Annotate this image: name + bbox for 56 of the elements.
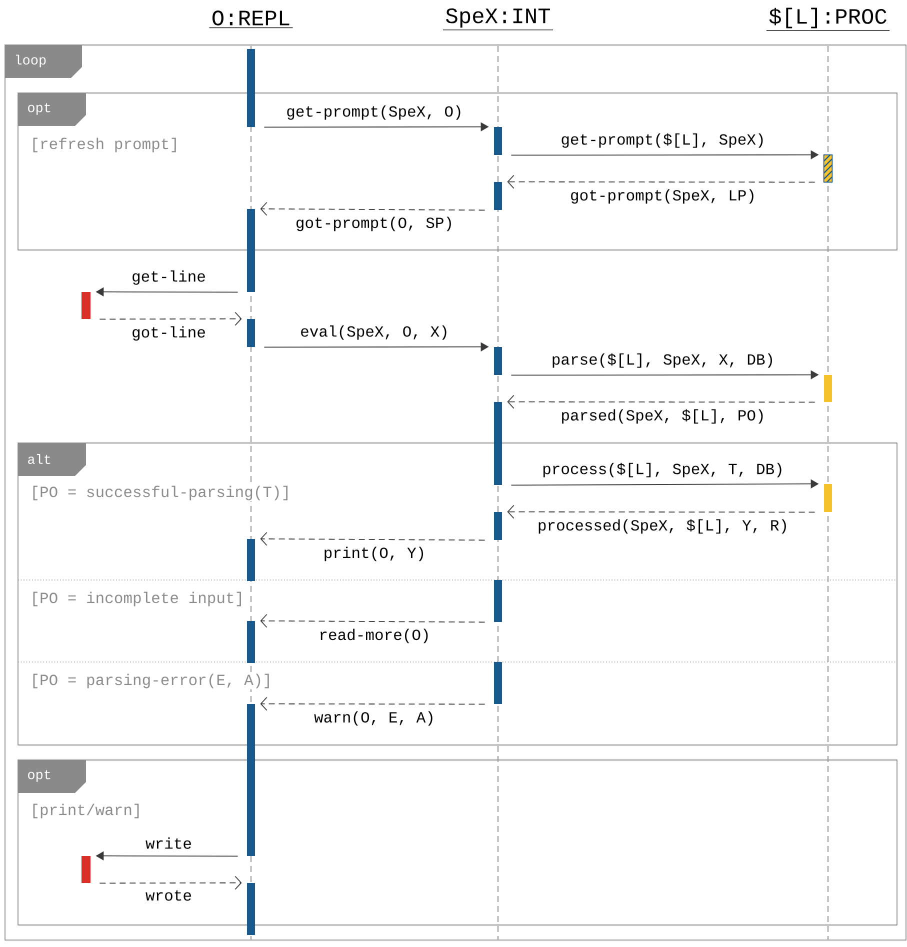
edge-label: eval(SpeX, O, X): [301, 325, 446, 340]
edge-label: processed(SpeX, $[L], Y, R): [538, 519, 786, 534]
activation-bar: [82, 292, 90, 319]
message-arrow: [260, 532, 486, 546]
guard-text: [PO = incomplete input]: [29, 590, 246, 608]
activation-bar: [494, 182, 502, 210]
fragment-tag: opt: [18, 93, 86, 126]
message-arrow: [507, 174, 816, 189]
activation-bar: [247, 49, 255, 127]
lifeline-header: SpeX:INT: [442, 8, 554, 30]
edge-label: parse($[L], SpeX, X, DB): [552, 353, 772, 368]
edge-label: warn(O, E, A): [314, 711, 432, 726]
activation-bar: [824, 375, 832, 402]
guard-text: [PO = parsing-error(E, A)]: [29, 672, 274, 690]
edge-label: read-more(O): [320, 628, 428, 644]
lifeline-header: $[L]:PROC: [766, 8, 890, 31]
activation-bar: [494, 127, 502, 155]
edge-label: get-prompt(SpeX, O): [287, 105, 460, 120]
edge-label: got-prompt(SpeX, LP): [571, 189, 754, 204]
guard-text: [PO = successful-parsing(T)]: [29, 484, 292, 502]
fragment-tag: loop: [5, 45, 82, 78]
message-arrow: [99, 312, 242, 326]
activation-bar: [494, 512, 502, 540]
fragment-tag: opt: [18, 760, 86, 793]
lifeline-header: O:REPL: [208, 10, 294, 28]
message-arrow: [99, 876, 242, 890]
activation-bar: [247, 539, 255, 581]
activation-bar: [824, 484, 832, 512]
edge-label: get-prompt($[L], SpeX): [562, 133, 763, 148]
activation-bar: [247, 319, 255, 347]
edge-label: get-line: [132, 270, 205, 285]
edge-label: parsed(SpeX, $[L], PO): [562, 409, 763, 424]
activation-bar: [247, 883, 255, 935]
activation-bar: [494, 662, 502, 704]
activation-bar: [247, 209, 255, 292]
activation-bar: [494, 347, 502, 375]
guard-text: [refresh prompt]: [29, 136, 180, 154]
activation-bar: [247, 621, 255, 663]
edge-label: got-line: [132, 326, 205, 341]
message-arrow: [507, 394, 816, 409]
message-arrow: [507, 504, 816, 519]
activation-bar: [82, 856, 90, 883]
edge-label: write: [146, 837, 191, 849]
activation-bar: [494, 580, 502, 622]
message-arrow: [260, 614, 486, 628]
activation-bar: [247, 704, 255, 856]
edge-label: got-prompt(O, SP): [296, 216, 451, 232]
edge-label: print(O, Y): [324, 546, 424, 562]
activation-bar: [823, 154, 833, 183]
message-arrow: [260, 202, 486, 216]
guard-text: [print/warn]: [29, 802, 143, 820]
edge-label: process($[L], SpeX, T, DB): [543, 462, 782, 478]
activation-bar: [494, 402, 502, 485]
fragment-tag: alt: [18, 443, 86, 476]
edge-label: wrote: [146, 890, 191, 901]
message-arrow: [260, 696, 486, 711]
